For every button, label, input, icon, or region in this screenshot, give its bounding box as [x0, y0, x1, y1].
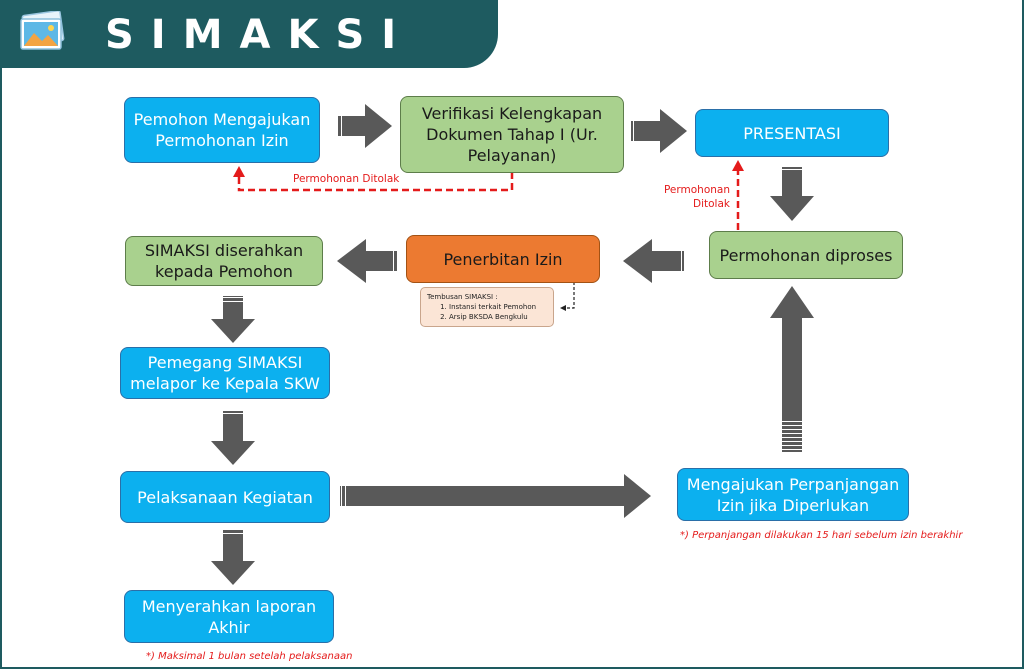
node-diserahkan: SIMAKSI diserahkan kepada Pemohon — [125, 236, 323, 286]
tembusan-box: Tembusan SIMAKSI : Instansi terkait Pemo… — [420, 287, 554, 327]
tembusan-title: Tembusan SIMAKSI : — [427, 293, 498, 301]
node-presentasi: PRESENTASI — [695, 109, 889, 157]
note-perpanjangan: *) Perpanjangan dilakukan 15 hari sebelu… — [680, 530, 963, 541]
tembusan-list: Instansi terkait Pemohon Arsip BKSDA Ben… — [427, 302, 547, 322]
node-diproses: Permohonan diproses — [709, 231, 903, 279]
arrow-verifikasi-to-presentasi — [631, 109, 687, 153]
app-title: SIMAKSI — [105, 12, 414, 58]
image-icon — [20, 11, 65, 50]
reject-label-2: Permohonan Ditolak — [660, 183, 730, 211]
tembusan-arrowhead — [560, 305, 566, 311]
node-laporan: Menyerahkan laporan Akhir — [124, 590, 334, 643]
node-melapor: Pemegang SIMAKSI melapor ke Kepala SKW — [120, 347, 330, 399]
node-pemohon: Pemohon Mengajukan Permohonan Izin — [124, 97, 320, 163]
reject-arrowhead-2 — [732, 160, 744, 171]
tembusan-item: Arsip BKSDA Bengkulu — [449, 312, 547, 322]
arrow-perpanjangan-to-diproses — [770, 286, 814, 452]
reject-arrowhead-1 — [233, 166, 245, 177]
node-verifikasi: Verifikasi Kelengkapan Dokumen Tahap I (… — [400, 96, 624, 173]
arrow-penerbitan-to-diserahkan — [337, 239, 398, 283]
reject-label-2-line2: Ditolak — [693, 198, 730, 210]
arrow-pemohon-to-verifikasi — [338, 104, 392, 148]
node-pelaksanaan: Pelaksanaan Kegiatan — [120, 471, 330, 523]
arrow-presentasi-to-diproses — [770, 167, 814, 221]
arrow-pelaksanaan-to-perpanjangan — [340, 474, 651, 518]
reject-path-verifikasi — [237, 172, 514, 192]
arrow-diproses-to-penerbitan — [623, 239, 684, 283]
node-penerbitan: Penerbitan Izin — [406, 235, 600, 283]
arrow-pelaksanaan-to-laporan — [211, 530, 255, 585]
note-laporan: *) Maksimal 1 bulan setelah pelaksanaan — [146, 651, 353, 662]
arrow-diserahkan-to-melapor — [211, 296, 255, 343]
tembusan-connector — [566, 282, 575, 309]
tembusan-item: Instansi terkait Pemohon — [449, 302, 547, 312]
reject-label-1: Permohonan Ditolak — [293, 173, 400, 185]
reject-label-2-line1: Permohonan — [663, 184, 730, 196]
node-perpanjangan: Mengajukan Perpanjangan Izin jika Diperl… — [677, 468, 909, 521]
header-banner: SIMAKSI — [0, 0, 498, 68]
arrow-melapor-to-pelaksanaan — [211, 411, 255, 465]
